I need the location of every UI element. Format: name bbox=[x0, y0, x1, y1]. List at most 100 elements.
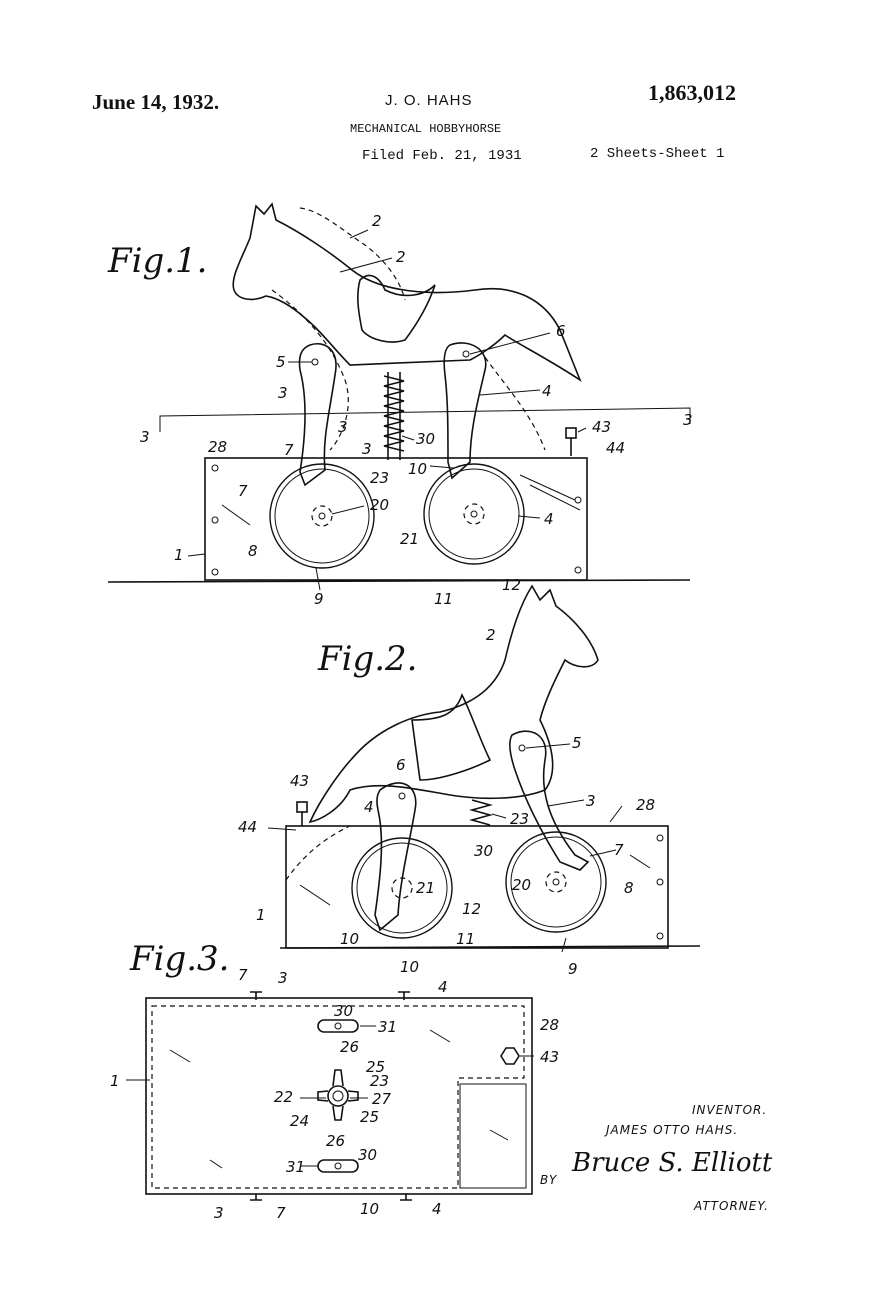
fig2-leader bbox=[589, 849, 617, 857]
fig2-ref: 5 bbox=[572, 734, 582, 752]
fig2-screw bbox=[656, 834, 664, 842]
fig1-ref: 44 bbox=[606, 439, 625, 457]
patent-date: June 14, 1932. bbox=[92, 90, 220, 114]
fig3-ref: 25 bbox=[360, 1108, 379, 1126]
fig2-ghost bbox=[285, 825, 351, 881]
fig2-leader bbox=[547, 799, 585, 807]
fig2-leader bbox=[609, 805, 623, 823]
fig1-leader bbox=[469, 332, 551, 355]
fig3-ref: 4 bbox=[438, 978, 448, 996]
fig3-ref: 4 bbox=[432, 1200, 442, 1218]
fig2-rear-wheel bbox=[351, 837, 453, 939]
fig1-section-line bbox=[159, 407, 691, 432]
fig1-screw bbox=[211, 568, 219, 576]
fig1-rear-leg bbox=[443, 342, 487, 480]
fig1-screw bbox=[574, 566, 582, 574]
fig1-base-box bbox=[204, 457, 588, 581]
inventor-name: JAMES OTTO HAHS. bbox=[606, 1123, 739, 1137]
fig1-front-wheel-rim bbox=[274, 468, 370, 564]
fig1-leader bbox=[401, 435, 415, 441]
fig1-leader bbox=[429, 465, 455, 469]
fig3-hatch bbox=[209, 1159, 223, 1169]
fig1-ref: 12 bbox=[502, 576, 521, 594]
fig2-front-axle bbox=[552, 878, 560, 886]
fig2-ref: 7 bbox=[614, 841, 624, 859]
fig1-leader bbox=[339, 257, 393, 273]
fig1-ref: 7 bbox=[284, 441, 294, 459]
attorney-caption: ATTORNEY. bbox=[694, 1199, 769, 1213]
fig1-ground-line bbox=[107, 579, 691, 583]
fig3-slot-bottom bbox=[317, 1159, 359, 1173]
fig1-leader bbox=[331, 505, 365, 515]
by-label: BY bbox=[540, 1173, 558, 1187]
fig1-label: Fig.1. bbox=[107, 241, 207, 281]
fig1-horse-ghost bbox=[299, 207, 406, 301]
fig2-ref: 44 bbox=[238, 818, 257, 836]
fig1-ref: 10 bbox=[408, 460, 427, 478]
figure-2: Fig.2. 2 5 6 43 4 bbox=[238, 584, 701, 978]
fig1-front-hub bbox=[311, 505, 333, 527]
fig1-ref: 3 bbox=[338, 418, 348, 436]
patent-title: MECHANICAL HOBBYHORSE bbox=[350, 122, 502, 136]
fig1-ref: 9 bbox=[314, 590, 324, 608]
fig2-ref: 21 bbox=[416, 879, 435, 897]
figure-1: Fig.1. 3 3 bbox=[107, 202, 693, 608]
fig2-ref: 10 bbox=[340, 930, 359, 948]
fig2-ref: 28 bbox=[636, 796, 655, 814]
fig3-slot-top bbox=[317, 1019, 359, 1033]
fig1-bolt-head bbox=[565, 427, 577, 439]
fig1-horse-ghost bbox=[479, 349, 546, 451]
fig1-ref: 8 bbox=[248, 542, 258, 560]
fig3-ref: 1 bbox=[110, 1072, 120, 1090]
fig3-ref: 3 bbox=[278, 969, 288, 987]
fig1-front-axle bbox=[318, 512, 326, 520]
fig1-leader bbox=[577, 427, 587, 433]
fig2-ref: 12 bbox=[462, 900, 481, 918]
fig3-hatch bbox=[169, 1049, 191, 1063]
fig1-ref: 4 bbox=[544, 510, 554, 528]
fig3-base-plan bbox=[145, 997, 533, 1195]
fig1-leader bbox=[517, 515, 541, 519]
fig2-ref: 1 bbox=[256, 906, 266, 924]
fig2-ref: 43 bbox=[290, 772, 309, 790]
fig3-ref: 7 bbox=[276, 1204, 286, 1222]
fig3-hub-center bbox=[332, 1090, 344, 1102]
fig2-saddle bbox=[411, 693, 492, 781]
fig2-hatch bbox=[629, 854, 651, 869]
fig3-ref: 24 bbox=[290, 1112, 309, 1130]
inventor-caption: INVENTOR. bbox=[692, 1103, 768, 1117]
fig1-leader bbox=[349, 229, 369, 239]
fig2-leader bbox=[267, 827, 297, 831]
fig2-pivot-6 bbox=[398, 792, 406, 800]
fig1-ref: 6 bbox=[556, 322, 566, 340]
fig2-ref: 4 bbox=[364, 798, 374, 816]
fig1-ref: 30 bbox=[416, 430, 435, 448]
fig1-ref: 4 bbox=[542, 382, 552, 400]
fig1-rear-axle bbox=[470, 510, 478, 518]
attorney-signature: Bruce S. Elliott bbox=[572, 1148, 773, 1178]
fig1-screw bbox=[211, 464, 219, 472]
filed-date: Filed Feb. 21, 1931 bbox=[362, 148, 522, 164]
fig3-ref: 22 bbox=[274, 1088, 293, 1106]
fig3-corner-block bbox=[459, 1083, 527, 1189]
fig2-ref: 8 bbox=[624, 879, 634, 897]
fig2-spring bbox=[469, 799, 493, 826]
fig1-ref: 20 bbox=[370, 496, 389, 514]
fig1-ref: 1 bbox=[174, 546, 184, 564]
fig1-front-wheel bbox=[269, 463, 375, 569]
fig3-ref: 23 bbox=[370, 1072, 389, 1090]
fig2-horse-outline bbox=[308, 584, 599, 824]
fig1-ref: 2 bbox=[372, 212, 382, 230]
fig3-hatch bbox=[489, 1129, 509, 1141]
fig3-ref: 7 bbox=[238, 966, 248, 984]
fig2-ref: 2 bbox=[486, 626, 496, 644]
fig2-front-wheel-rim bbox=[510, 836, 602, 928]
fig3-slot-pin bbox=[334, 1162, 342, 1170]
fig1-leader bbox=[187, 553, 206, 557]
fig1-spring bbox=[383, 375, 405, 452]
fig2-leader bbox=[561, 937, 567, 953]
fig1-ref: 28 bbox=[208, 438, 227, 456]
fig1-ref: 3 bbox=[362, 440, 372, 458]
fig2-pivot-5 bbox=[518, 744, 526, 752]
